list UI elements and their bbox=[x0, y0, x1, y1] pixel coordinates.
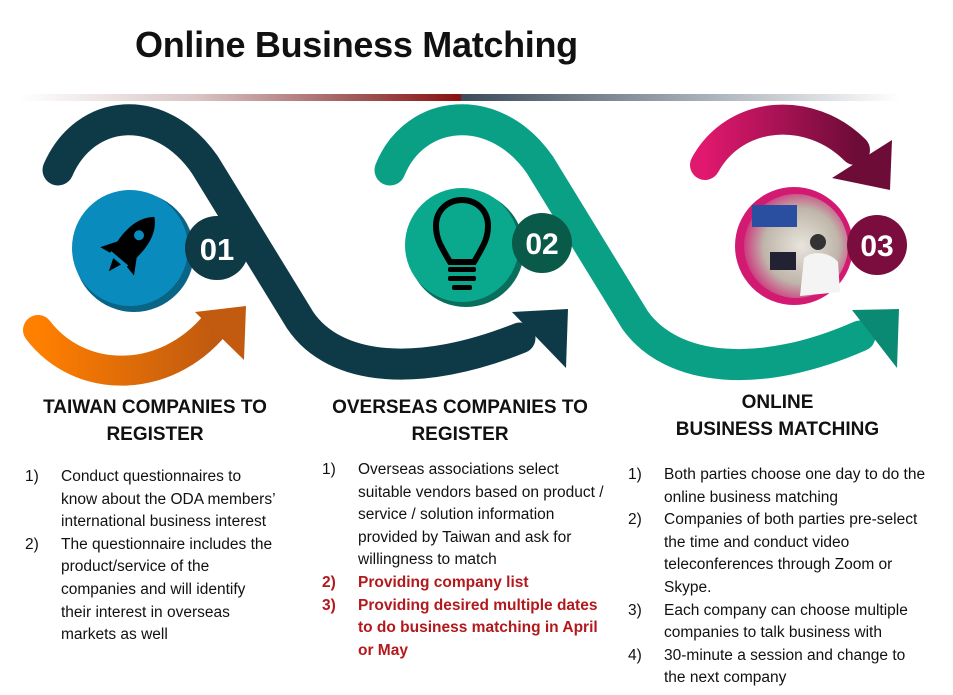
item-number: 4) bbox=[628, 646, 642, 664]
item-number: 1) bbox=[322, 461, 336, 478]
item-text: Both parties choose one day to do the on… bbox=[664, 466, 926, 506]
list-item: 2) Companies of both parties pre-select t… bbox=[628, 509, 928, 599]
list-item: 3) Each company can choose multiple compa… bbox=[628, 600, 928, 645]
step-1-badge bbox=[185, 216, 249, 280]
step-2-circle bbox=[405, 188, 519, 302]
list-item: 2) The questionnaire includes the product… bbox=[25, 534, 275, 647]
item-text: 30-minute a session and change to the ne… bbox=[664, 646, 906, 687]
step-1-list: 1) Conduct questionnaires to know about t… bbox=[25, 466, 275, 647]
step-3-badge bbox=[847, 215, 907, 275]
orange-arrow bbox=[23, 306, 246, 386]
list-item: 4) 30-minute a session and change to the … bbox=[628, 645, 928, 690]
item-text: The questionnaire includes the product/s… bbox=[61, 535, 273, 644]
page-title: Online Business Matching bbox=[135, 24, 578, 65]
heading-line: REGISTER bbox=[106, 424, 204, 445]
heading-line: REGISTER bbox=[411, 424, 509, 445]
item-number: 1) bbox=[25, 468, 39, 485]
item-text: Conduct questionnaires to know about the… bbox=[61, 468, 275, 531]
item-text: Companies of both parties pre-select the… bbox=[664, 511, 918, 596]
step-2-heading: OVERSEAS COMPANIES TO REGISTER bbox=[310, 394, 610, 448]
item-number: 3) bbox=[628, 601, 642, 619]
list-item: 1) Both parties choose one day to do the … bbox=[628, 464, 928, 509]
heading-line: BUSINESS MATCHING bbox=[675, 419, 880, 440]
teal-s-arrow bbox=[374, 104, 899, 380]
item-number: 2) bbox=[628, 511, 642, 529]
item-text: Each company can choose multiple compani… bbox=[664, 601, 908, 642]
step-1-number: 01 bbox=[200, 232, 234, 267]
step-2-list: 1) Overseas associations select suitable … bbox=[322, 459, 612, 662]
item-number: 2) bbox=[322, 573, 336, 591]
item-number: 3) bbox=[322, 596, 336, 614]
heading-line: ONLINE bbox=[741, 392, 814, 413]
magenta-arrow bbox=[690, 104, 892, 190]
step-3-number: 03 bbox=[860, 230, 893, 263]
heading-line: OVERSEAS COMPANIES TO bbox=[332, 397, 588, 418]
item-text: Providing desired multiple dates to do b… bbox=[358, 596, 598, 659]
navy-s-arrow bbox=[42, 104, 568, 380]
item-number: 1) bbox=[628, 466, 642, 483]
title-divider bbox=[20, 94, 900, 101]
list-item: 1) Conduct questionnaires to know about t… bbox=[25, 466, 275, 534]
step-3-list: 1) Both parties choose one day to do the … bbox=[628, 464, 928, 690]
step-2-badge bbox=[512, 213, 572, 273]
list-item-highlight: 2) Providing company list bbox=[322, 572, 612, 595]
step-3-heading: ONLINE BUSINESS MATCHING bbox=[630, 389, 925, 443]
video-conference-photo bbox=[735, 187, 853, 305]
lightbulb-icon bbox=[432, 196, 492, 290]
heading-line: TAIWAN COMPANIES TO bbox=[43, 397, 267, 418]
item-text: Providing company list bbox=[358, 573, 529, 591]
item-text: Overseas associations select suitable ve… bbox=[358, 461, 604, 569]
item-number: 2) bbox=[25, 535, 39, 553]
rocket-icon bbox=[100, 216, 155, 276]
list-item: 1) Overseas associations select suitable … bbox=[322, 459, 612, 572]
step-1-heading: TAIWAN COMPANIES TO REGISTER bbox=[10, 394, 300, 448]
step-2-number: 02 bbox=[525, 228, 558, 261]
list-item-highlight: 3) Providing desired multiple dates to do… bbox=[322, 595, 612, 663]
